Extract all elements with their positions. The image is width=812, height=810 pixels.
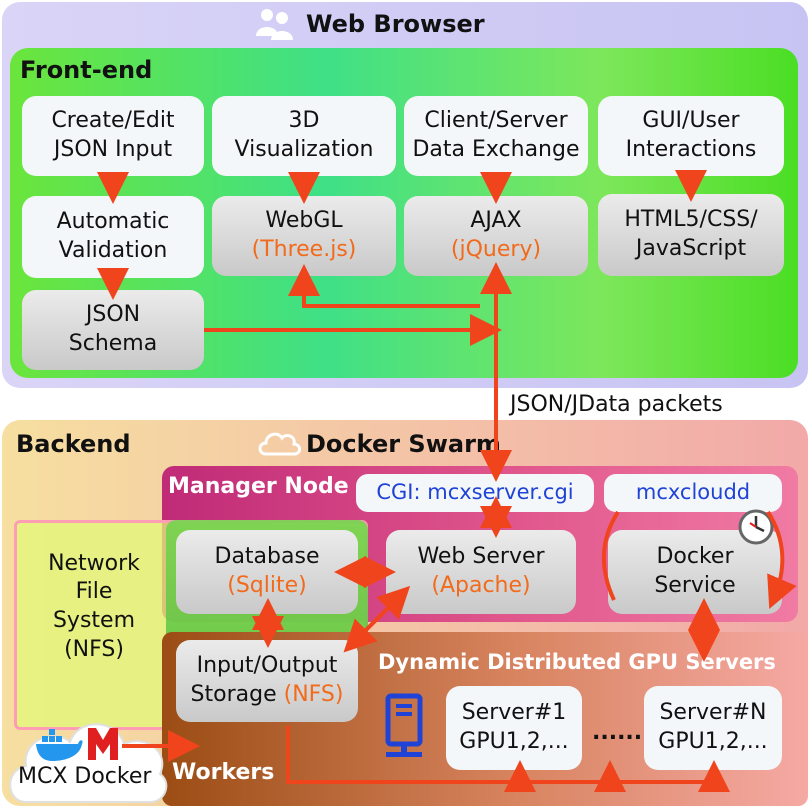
server-icon <box>382 692 426 760</box>
server-dots: ...... <box>592 720 643 745</box>
workers-label: Workers <box>172 760 275 785</box>
arrow-mcxcloudd-right <box>766 510 797 610</box>
arrow-mcxcloudd-left <box>602 510 620 601</box>
gui-interactions-box: GUI/User Interactions <box>598 96 784 176</box>
sqlite-label: (Sqlite) <box>227 573 307 598</box>
json-jdata-packets-label: JSON/JData packets <box>510 392 723 417</box>
3d-visualization-box: 3D Visualization <box>212 96 396 176</box>
mcx-logo-icon <box>86 726 120 762</box>
web-server-box: Web Server (Apache) <box>386 530 576 614</box>
mcx-docker-cloud <box>4 704 172 806</box>
html5-css-js-box: HTML5/CSS/ JavaScript <box>598 194 784 276</box>
io-nfs-label: (NFS) <box>283 682 344 707</box>
io-storage-box: Input/Output Storage (NFS) <box>176 640 358 722</box>
cloud-icon <box>256 428 302 458</box>
apache-label: (Apache) <box>431 573 531 598</box>
docker-swarm-label: Docker Swarm <box>306 430 501 458</box>
nfs-label: Network File System (NFS) <box>48 550 140 662</box>
mcxcloudd-box: mcxcloudd <box>604 474 782 512</box>
ajax-label: AJAX <box>470 208 522 234</box>
server-1-name: Server#1 <box>461 700 567 726</box>
webgl-box: WebGL (Three.js) <box>212 196 396 276</box>
database-box: Database (Sqlite) <box>176 530 358 614</box>
arrow-storage-bus <box>286 726 714 784</box>
arrow-webserver-storage <box>343 585 411 653</box>
cgi-label: CGI: mcxserver.cgi <box>376 480 574 505</box>
io-storage-label-2: Storage <box>190 682 277 707</box>
docker-whale-icon <box>34 728 84 762</box>
server-n-box: Server#N GPU1,2,... <box>644 686 782 770</box>
json-schema-box: JSON Schema <box>22 290 204 370</box>
threejs-label: (Three.js) <box>251 237 357 262</box>
jquery-label: (jQuery) <box>450 237 542 262</box>
mcx-docker-label: MCX Docker <box>18 764 152 789</box>
webgl-label: WebGL <box>265 208 343 234</box>
create-edit-json-box: Create/Edit JSON Input <box>22 96 204 176</box>
data-exchange-box: Client/Server Data Exchange <box>404 96 588 176</box>
arrow-webgl-ajax <box>288 264 480 308</box>
manager-node-label: Manager Node <box>168 474 349 499</box>
database-label: Database <box>214 544 320 570</box>
web-server-label: Web Server <box>417 544 545 570</box>
io-storage-label-1: Input/Output <box>196 653 338 679</box>
clock-icon <box>736 506 776 546</box>
server-n-gpu: GPU1,2,... <box>658 729 768 754</box>
server-1-gpu: GPU1,2,... <box>459 729 569 754</box>
backend-title: Backend <box>16 430 131 458</box>
mcxcloudd-label: mcxcloudd <box>635 480 751 505</box>
server-n-name: Server#N <box>659 700 767 726</box>
users-icon <box>254 6 296 42</box>
frontend-title: Front-end <box>20 56 153 84</box>
automatic-validation-box: Automatic Validation <box>22 196 204 278</box>
ajax-box: AJAX (jQuery) <box>404 196 588 276</box>
server-1-box: Server#1 GPU1,2,... <box>446 686 582 770</box>
browser-title: Web Browser <box>306 10 485 38</box>
cgi-box: CGI: mcxserver.cgi <box>356 474 594 512</box>
